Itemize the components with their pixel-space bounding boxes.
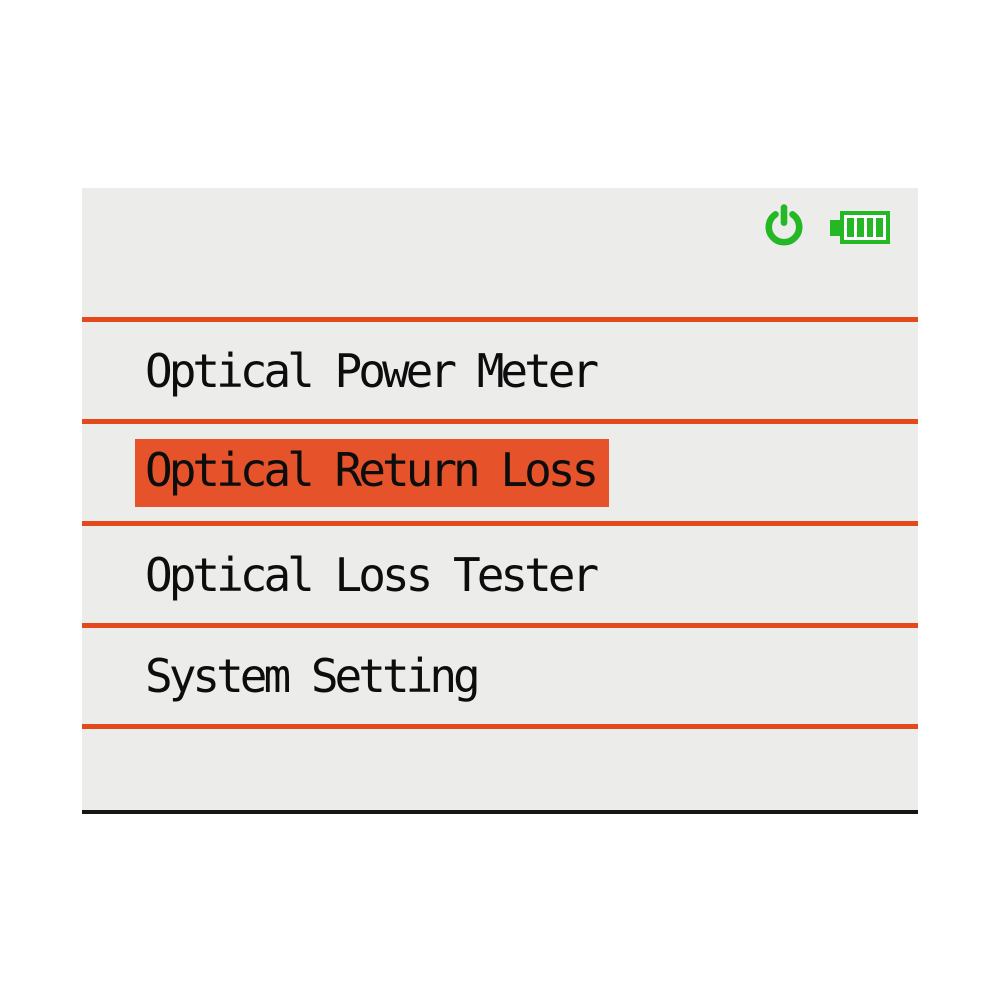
battery-terminal [830,219,840,236]
battery-bar [856,218,864,237]
menu-item-optical-loss-tester[interactable]: Optical Loss Tester [82,526,918,623]
divider-line [82,521,918,526]
battery-bar [847,218,854,237]
battery-bar [876,218,883,237]
divider-line [82,724,918,729]
device-screen: Optical Power Meter Optical Return Loss … [82,188,918,814]
battery-bar [866,218,874,237]
menu-item-label: Optical Return Loss [135,438,610,507]
menu-item-label: Optical Power Meter [145,343,599,398]
menu-item-optical-return-loss[interactable]: Optical Return Loss [82,424,918,521]
divider-line [82,623,918,628]
menu-item-label: System Setting [145,649,481,703]
menu-item-optical-power-meter[interactable]: Optical Power Meter [82,322,918,419]
menu-item-label: Optical Loss Tester [145,547,599,602]
battery-icon [830,211,890,244]
battery-bars [840,211,890,244]
menu-item-system-setting[interactable]: System Setting [82,628,918,724]
divider-line [82,419,918,424]
power-icon [765,204,803,246]
divider-line [82,317,918,322]
